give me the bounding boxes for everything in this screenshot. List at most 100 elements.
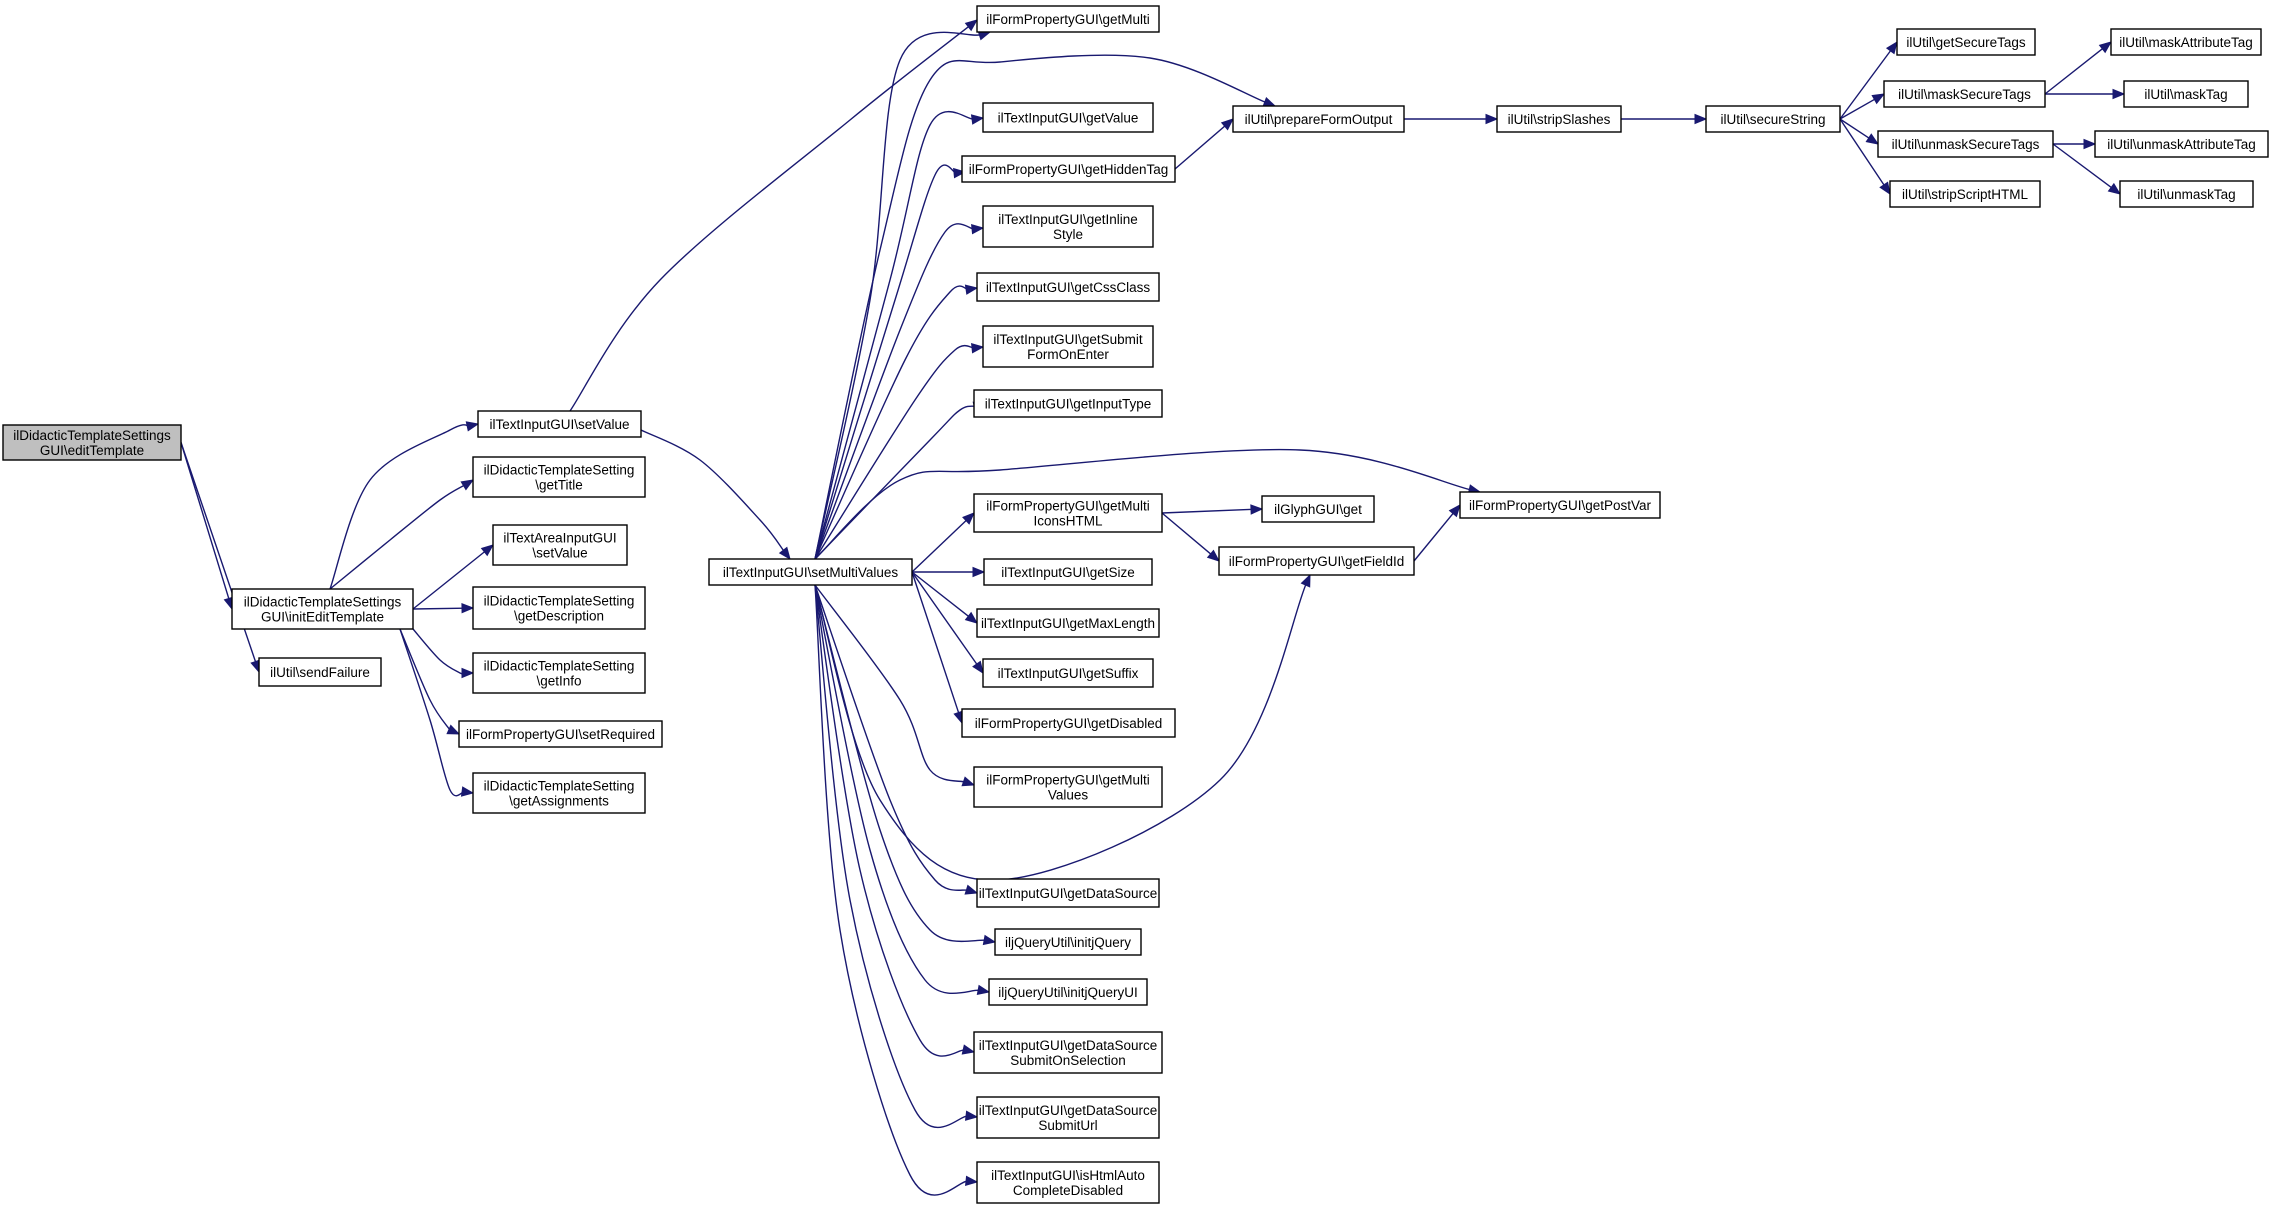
node-getHiddenTag[interactable]: ilFormPropertyGUI\getHiddenTag [961,155,1176,183]
node-box [1896,28,2036,56]
node-box [961,155,1176,183]
edges-layer [180,19,2126,1196]
node-setMultiValues[interactable]: ilTextInputGUI\setMultiValues [708,558,913,586]
arrowhead-icon [480,544,495,557]
node-initjQueryUI[interactable]: iljQueryUtil\initjQueryUI [988,978,1148,1006]
edge-initEdit-to-taSetValue [412,544,495,610]
node-label: GUI\editTemplate [40,443,144,458]
node-maskSecureTags[interactable]: ilUtil\maskSecureTags [1883,80,2046,108]
node-label: ilFormPropertyGUI\getDisabled [975,716,1163,731]
node-getInfo[interactable]: ilDidacticTemplateSetting\getInfo [472,652,646,694]
edge-line [911,571,960,715]
node-box [961,708,1176,738]
node-label: ilTextInputGUI\isHtmlAuto [991,1168,1145,1183]
edge-setMultiValues-to-initjQueryUI [814,584,991,996]
node-initEdit[interactable]: ilDidacticTemplateSettingsGUI\initEditTe… [231,588,414,630]
node-label: ilUtil\prepareFormOutput [1245,112,1393,127]
edge-line [814,584,966,783]
node-label: \getTitle [535,478,583,493]
edge-line [329,484,466,590]
node-getDisabled[interactable]: ilFormPropertyGUI\getDisabled [961,708,1176,738]
node-taSetValue[interactable]: ilTextAreaInputGUI\setValue [492,524,628,566]
nodes-layer: ilDidacticTemplateSettingsGUI\editTempla… [2,5,2269,1204]
node-getMulti[interactable]: ilFormPropertyGUI\getMulti [976,5,1160,33]
node-getDataSource[interactable]: ilTextInputGUI\getDataSource [976,878,1160,908]
edge-line [1839,118,1886,187]
edge-setMultiValues-to-getDataSource [814,584,979,895]
node-label: ilTextAreaInputGUI [503,531,616,546]
node-setRequired[interactable]: ilFormPropertyGUI\setRequired [458,720,663,748]
node-setValue[interactable]: ilTextInputGUI\setValue [477,410,642,438]
arrowhead-icon [982,934,997,946]
arrowhead-icon [1871,93,1886,105]
arrowhead-icon [2098,41,2113,54]
node-getCssClass[interactable]: ilTextInputGUI\getCssClass [976,272,1160,302]
node-label: ilTextInputGUI\getInputType [985,397,1152,412]
node-label: ilDidacticTemplateSettings [13,428,171,443]
node-getAssignments[interactable]: ilDidacticTemplateSetting\getAssignments [472,772,646,814]
arrowhead-icon [970,114,985,125]
arrowhead-icon [1262,96,1277,107]
node-unmaskSecureTags[interactable]: ilUtil\unmaskSecureTags [1877,130,2054,158]
arrowhead-icon [961,1044,976,1055]
node-label: ilFormPropertyGUI\getHiddenTag [969,162,1169,177]
edge-line [1839,48,1893,120]
node-prepareFormOutput[interactable]: ilUtil\prepareFormOutput [1232,105,1405,133]
node-getInputType[interactable]: ilTextInputGUI\getInputType [973,389,1163,418]
node-secureString[interactable]: ilUtil\secureString [1705,105,1841,133]
arrowhead-icon [1485,113,1499,125]
node-glyphGet[interactable]: ilGlyphGUI\get [1261,495,1375,523]
edge-line [911,571,971,618]
edge-getMultiIconsHTML-to-getFieldId [1161,512,1221,562]
node-box [492,524,628,566]
node-box [472,456,646,498]
arrowhead-icon [971,343,985,354]
node-getSuffix[interactable]: ilTextInputGUI\getSuffix [982,658,1154,688]
node-maskTag[interactable]: ilUtil\maskTag [2123,80,2249,108]
node-stripScriptHTML[interactable]: ilUtil\stripScriptHTML [1889,180,2041,208]
node-unmaskTag[interactable]: ilUtil\unmaskTag [2119,180,2254,208]
edge-initEdit-to-getTitle [329,479,475,590]
node-initjQuery[interactable]: iljQueryUtil\initjQuery [994,928,1142,956]
node-root[interactable]: ilDidacticTemplateSettingsGUI\editTempla… [2,424,182,461]
node-getTitle[interactable]: ilDidacticTemplateSetting\getTitle [472,456,646,498]
node-isHtmlAutoCompleteDisabled[interactable]: ilTextInputGUI\isHtmlAutoCompleteDisable… [976,1161,1160,1204]
arrowhead-icon [446,724,461,735]
node-maskAttributeTag[interactable]: ilUtil\maskAttributeTag [2110,28,2262,56]
node-getSize[interactable]: ilTextInputGUI\getSize [983,558,1153,586]
edge-secureString-to-unmaskSecureTags [1839,118,1880,145]
edge-line [2052,143,2114,190]
node-getPostVar[interactable]: ilFormPropertyGUI\getPostVar [1459,491,1661,519]
node-getMaxLength[interactable]: ilTextInputGUI\getMaxLength [976,608,1160,638]
node-sendFailure[interactable]: ilUtil\sendFailure [258,657,382,687]
node-stripSlashes[interactable]: ilUtil\stripSlashes [1496,105,1622,133]
edge-line [1839,118,1871,140]
arrowhead-icon [1865,133,1880,145]
node-box [2094,130,2269,158]
node-label: ilUtil\stripSlashes [1508,112,1611,127]
node-getSecureTags[interactable]: ilUtil\getSecureTags [1896,28,2036,56]
node-label: ilUtil\sendFailure [270,665,370,680]
node-label: CompleteDisabled [1013,1183,1123,1198]
node-box [1496,105,1622,133]
node-getDataSourceSubmitOnSelection[interactable]: ilTextInputGUI\getDataSourceSubmitOnSele… [973,1031,1163,1074]
node-getDescription[interactable]: ilDidacticTemplateSetting\getDescription [472,586,646,630]
node-label: ilTextInputGUI\getCssClass [986,280,1151,295]
edge-initEdit-to-setValue [329,421,480,590]
arrowhead-icon [962,512,975,525]
node-getFieldId[interactable]: ilFormPropertyGUI\getFieldId [1218,546,1415,576]
node-label: ilUtil\maskTag [2144,87,2227,102]
node-getValue[interactable]: ilTextInputGUI\getValue [982,102,1154,133]
edge-line [814,344,975,560]
edge-line [814,584,987,943]
arrowhead-icon [1694,113,1708,125]
edge-secureString-to-getSecureTags [1839,40,1898,120]
node-box [1218,546,1415,576]
node-unmaskAttributeTag[interactable]: ilUtil\unmaskAttributeTag [2094,130,2269,158]
node-box [472,652,646,694]
